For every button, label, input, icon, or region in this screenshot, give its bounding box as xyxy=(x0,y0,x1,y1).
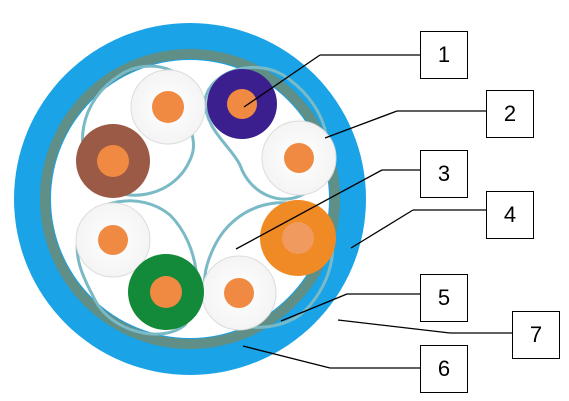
callout-box-7: 7 xyxy=(512,311,560,359)
leader-line-7 xyxy=(337,319,451,334)
callout-box-2: 2 xyxy=(486,90,534,138)
conductor-right xyxy=(284,143,314,173)
callout-label-3: 3 xyxy=(437,161,451,186)
callout-box-4: 4 xyxy=(486,191,534,239)
conductor-bottom-right xyxy=(224,278,254,308)
callout-box-1: 1 xyxy=(420,31,468,79)
callout-label-4: 4 xyxy=(503,202,517,227)
conductor-left xyxy=(98,225,128,255)
leader-line-2 xyxy=(324,110,398,139)
callout-box-5: 5 xyxy=(420,274,468,322)
callout-label-1: 1 xyxy=(437,42,451,67)
callout-label-7: 7 xyxy=(529,322,543,347)
callout-box-6: 6 xyxy=(420,345,468,393)
conductor-green xyxy=(150,276,182,308)
callout-label-5: 5 xyxy=(437,285,451,310)
callout-box-3: 3 xyxy=(420,150,468,198)
outer-shield-ring xyxy=(40,49,340,349)
conductor-brown xyxy=(97,145,129,177)
conductor-orange xyxy=(282,222,314,254)
leader-line-1 xyxy=(243,54,321,108)
leader-line-6 xyxy=(242,345,331,369)
callout-label-6: 6 xyxy=(437,356,451,381)
leader-line-3 xyxy=(235,169,383,250)
conductor-top-left xyxy=(152,91,184,123)
leader-line-5 xyxy=(280,293,348,322)
callout-label-2: 2 xyxy=(503,101,517,126)
leader-line-4 xyxy=(350,209,414,249)
conductor-blue xyxy=(227,89,257,119)
